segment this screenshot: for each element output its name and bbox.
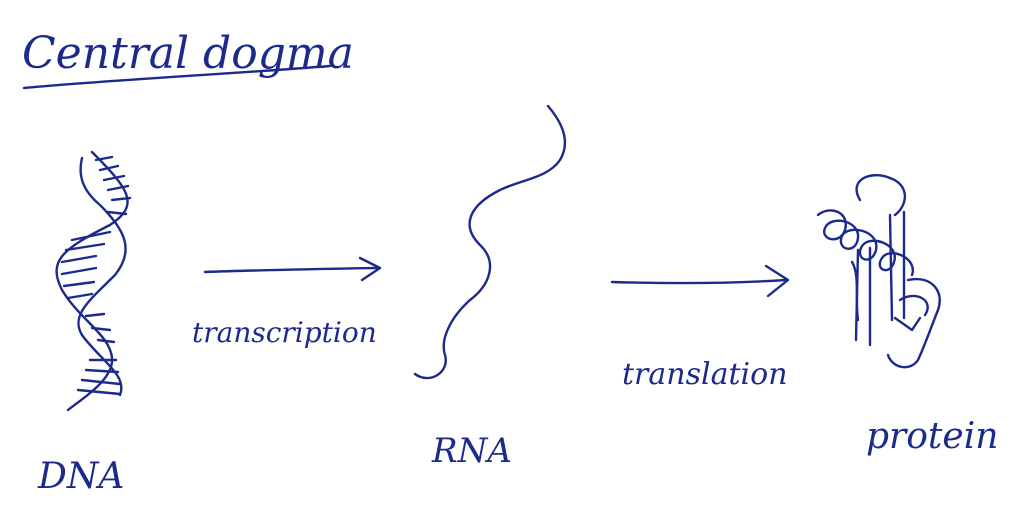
dna-base-pair-rung	[110, 196, 132, 202]
translation-arrow	[610, 264, 790, 298]
protein-label: protein	[866, 416, 998, 457]
dna-base-pair-rung	[64, 242, 106, 252]
dna-helix-icon	[55, 150, 132, 412]
dna-base-pair-rung	[70, 230, 112, 242]
dna-label: DNA	[37, 456, 124, 497]
dna-base-pair-rung	[90, 326, 112, 332]
dna-base-pair-rung	[76, 388, 122, 396]
dna-base-pair-rung	[66, 292, 94, 300]
translation-label: translation	[622, 357, 788, 392]
transcription-arrow	[203, 256, 382, 282]
dna-base-pair-rung	[94, 155, 114, 162]
dna-base-pair-rung	[106, 210, 128, 216]
dna-base-pairs	[60, 155, 132, 396]
dna-base-pair-rung	[60, 254, 98, 264]
transcription-label: transcription	[192, 316, 377, 349]
dna-base-pair-rung	[80, 378, 122, 386]
dna-base-pair-rung	[98, 164, 120, 172]
dna-strand-b	[77, 156, 127, 397]
diagram-title: Central dogma	[22, 28, 354, 79]
title-underline	[22, 64, 332, 90]
protein-structure-icon	[816, 174, 941, 369]
dna-base-pair-rung	[102, 174, 126, 182]
dna-base-pair-rung	[62, 280, 96, 288]
dna-base-pair-rung	[84, 368, 120, 374]
rna-label: RNA	[431, 431, 512, 471]
dna-base-pair-rung	[106, 184, 130, 192]
dna-base-pair-rung	[84, 312, 106, 318]
dna-base-pair-rung	[60, 266, 98, 276]
rna-strand-icon	[413, 104, 567, 380]
dna-base-pair-rung	[96, 338, 116, 344]
